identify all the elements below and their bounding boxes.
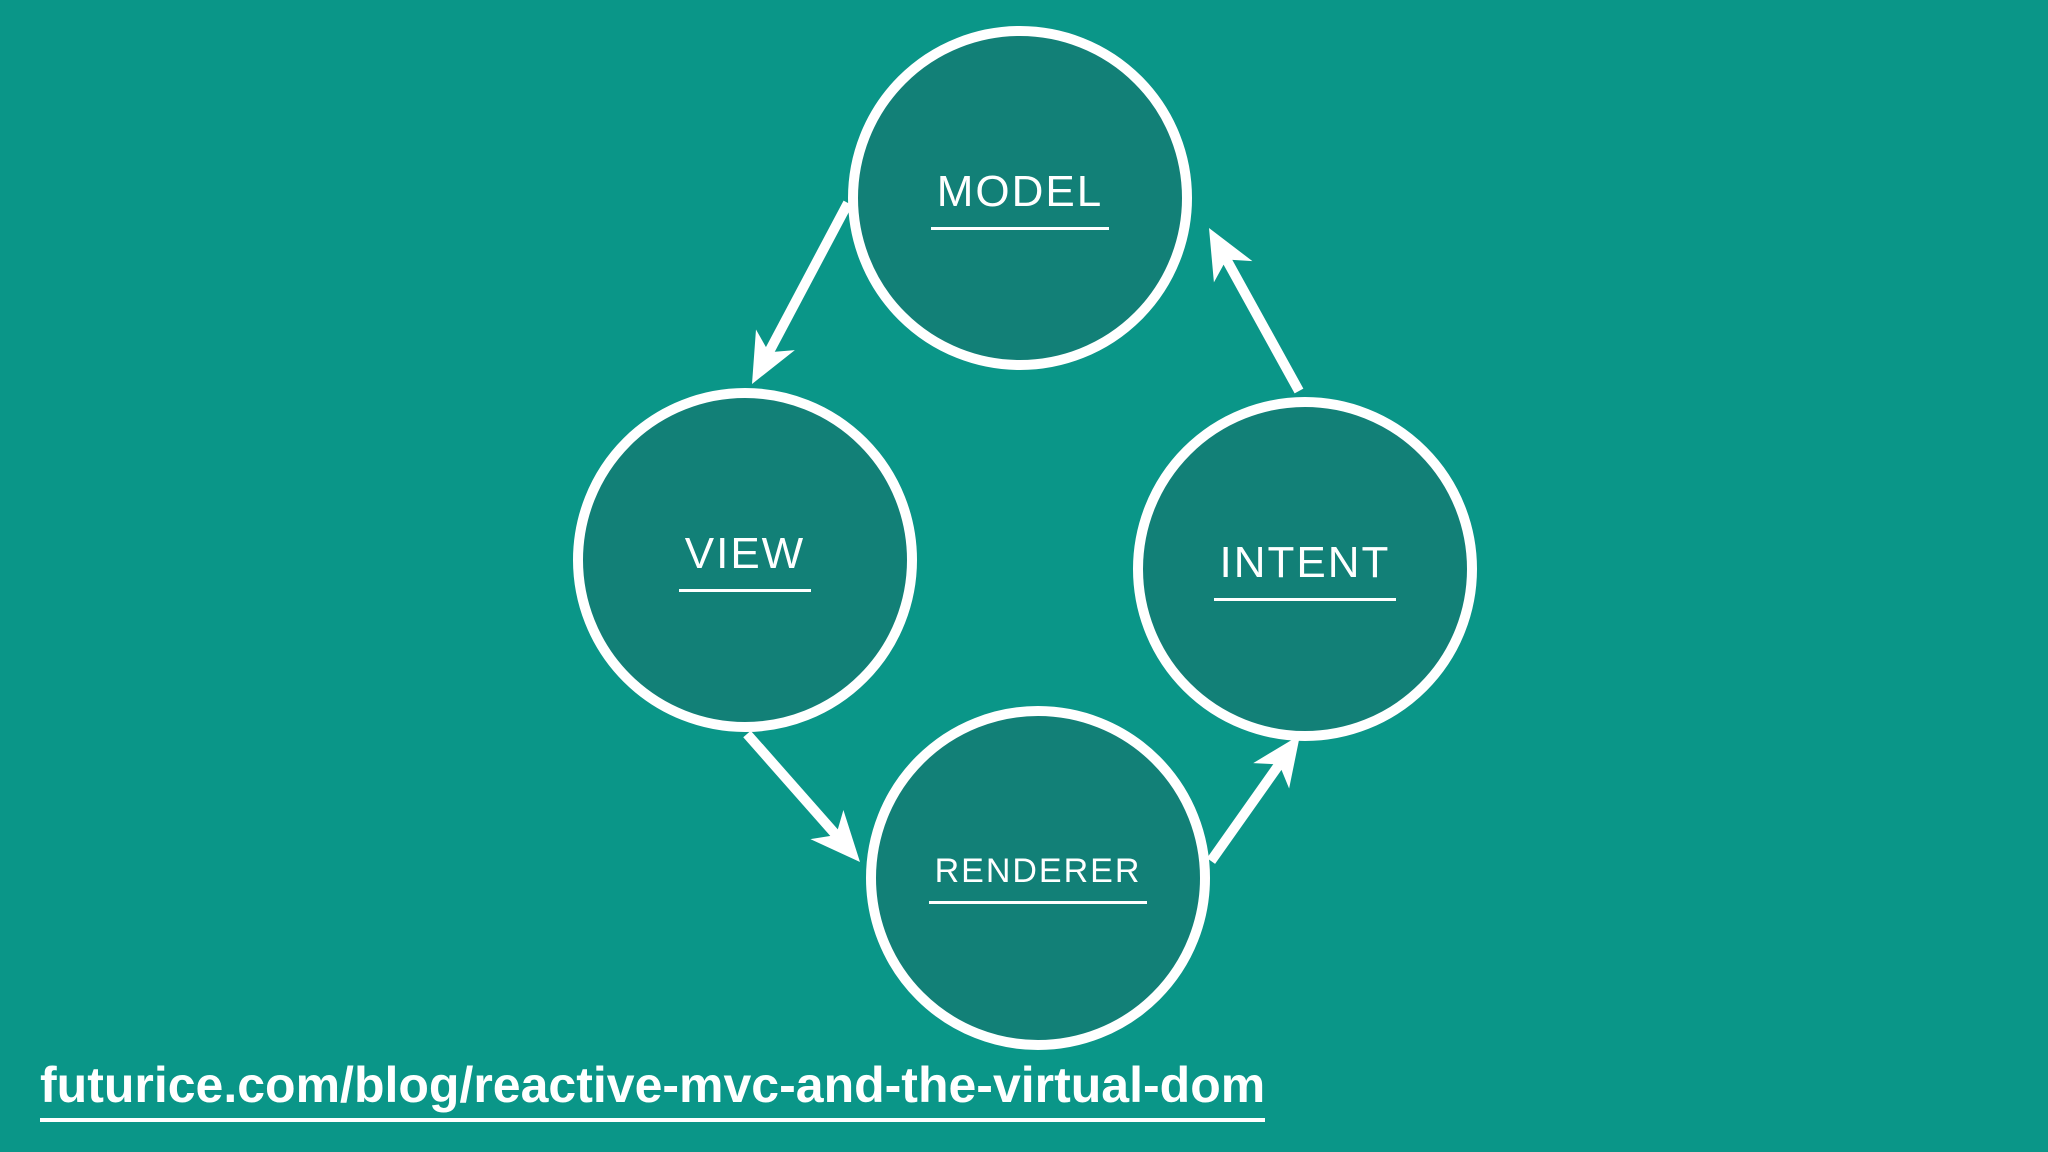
blog-url-link: futurice.com/blog/reactive-mvc-and-the-v… — [40, 1056, 1266, 1122]
edge-renderer-to-intent — [1206, 756, 1287, 864]
node-renderer: RENDERER — [866, 706, 1210, 1050]
arrowhead-model-to-view — [752, 329, 795, 384]
edge-intent-to-model — [1219, 251, 1304, 394]
node-label-renderer: RENDERER — [928, 852, 1148, 904]
arrowhead-renderer-to-intent — [1253, 735, 1300, 789]
edge-view-to-renderer — [743, 730, 844, 843]
node-intent: INTENT — [1133, 397, 1477, 741]
arrowhead-intent-to-model — [1209, 228, 1253, 283]
node-label-view: VIEW — [678, 529, 812, 592]
node-label-intent: INTENT — [1213, 538, 1397, 601]
node-label-model: MODEL — [930, 167, 1110, 230]
arrowhead-view-to-renderer — [810, 809, 860, 862]
node-model: MODEL — [848, 26, 1192, 370]
edge-model-to-view — [761, 200, 853, 360]
node-view: VIEW — [573, 388, 917, 732]
